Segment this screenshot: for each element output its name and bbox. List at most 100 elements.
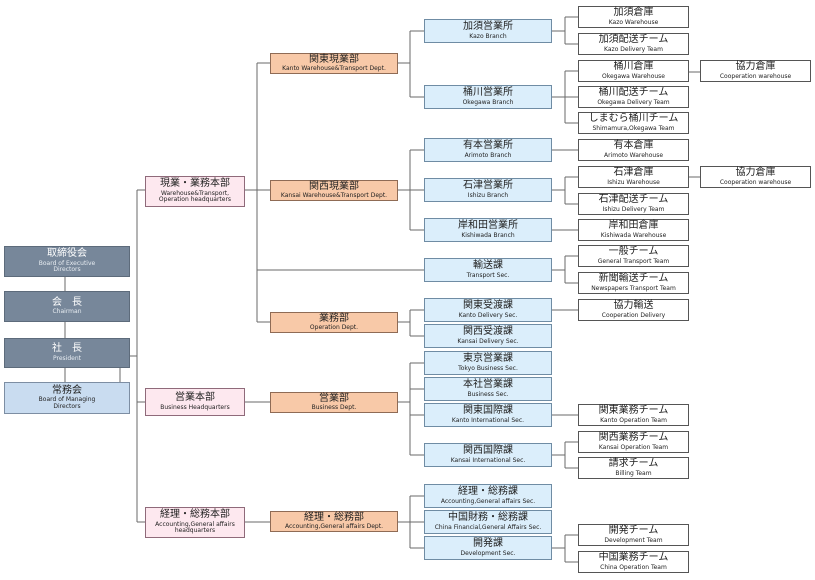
china-financial-jp-label: 中国財務・総務課: [448, 512, 528, 524]
tokyo-business-jp-label: 東京営業課: [463, 353, 513, 365]
shimamura-en-label: Shimamura,Okegawa Team: [592, 124, 675, 132]
ishizu-warehouse-jp-label: 石津倉庫: [613, 167, 654, 179]
arimoto-warehouse-en-label: Arimoto Warehouse: [603, 151, 664, 159]
kanto-intl-jp-label: 関東国際課: [463, 405, 513, 417]
kanto-intl-sec-box: 関東国際課 Kanto International Sec.: [424, 403, 552, 427]
billing-jp-label: 請求チーム: [608, 458, 659, 470]
board-of-managing-directors-box: 常務会 Board of Managing Directors: [4, 382, 130, 414]
arimoto-branch-box: 有本営業所 Arimoto Branch: [424, 138, 552, 162]
kansai-op-jp-label: 関西業務チーム: [598, 432, 669, 444]
head-business-sec-box: 本社営業課 Business Sec.: [424, 377, 552, 401]
kanto-dept-box: 関東現業部 Kanto Warehouse&Transport Dept.: [270, 53, 398, 74]
ishizu-branch-jp-label: 石津営業所: [463, 180, 513, 192]
accounting-dept-jp-label: 経理・総務部: [304, 511, 364, 523]
ishizu-coop-en-label: Cooperation warehouse: [719, 178, 792, 186]
okegawa-delivery-jp-label: 桶川配送チーム: [598, 87, 669, 99]
arimoto-warehouse-box: 有本倉庫 Arimoto Warehouse: [578, 139, 689, 161]
kansai-dept-box: 関西現業部 Kansai Warehouse&Transport Dept.: [270, 180, 398, 201]
transport-sec-jp-label: 輸送課: [473, 260, 503, 272]
president-box: 社 長 President: [4, 338, 130, 368]
managing-jp-label: 常務会: [52, 384, 82, 396]
ishizu-coop-jp-label: 協力倉庫: [735, 167, 776, 179]
kazo-branch-jp-label: 加須営業所: [463, 21, 513, 33]
okegawa-warehouse-jp-label: 桶川倉庫: [613, 61, 654, 73]
okegawa-delivery-team-box: 桶川配送チーム Okegawa Delivery Team: [578, 86, 689, 108]
accounting-dept-box: 経理・総務部 Accounting,General affairs Dept.: [270, 511, 398, 532]
okegawa-branch-en-label: Okegawa Branch: [462, 98, 514, 106]
kazo-warehouse-en-label: Kazo Warehouse: [608, 18, 659, 26]
kanto-dept-en-label: Kanto Warehouse&Transport Dept.: [282, 65, 386, 73]
ishizu-coop-warehouse-box: 協力倉庫 Cooperation warehouse: [700, 166, 811, 188]
kansai-dept-jp-label: 関西現業部: [309, 180, 359, 192]
coop-delivery-jp-label: 協力輸送: [613, 300, 654, 312]
operation-hq-jp-label: 現業・業務本部: [160, 178, 230, 190]
development-sec-jp-label: 開発課: [473, 538, 503, 550]
business-dept-box: 営業部 Business Dept.: [270, 392, 398, 413]
president-en-label: President: [53, 354, 81, 362]
okegawa-coop-warehouse-box: 協力倉庫 Cooperation warehouse: [700, 60, 811, 82]
kanto-op-jp-label: 関東業務チーム: [598, 405, 669, 417]
kazo-warehouse-jp-label: 加須倉庫: [613, 7, 654, 19]
development-team-box: 開発チーム Development Team: [578, 524, 689, 546]
kanto-dept-jp-label: 関東現業部: [309, 53, 359, 65]
ishizu-delivery-jp-label: 石津配送チーム: [598, 194, 669, 206]
accounting-sec-box: 経理・総務課 Accounting,General affairs Sec.: [424, 484, 552, 508]
kansai-intl-sec-box: 関西国際課 Kansai International Sec.: [424, 443, 552, 467]
okegawa-warehouse-box: 桶川倉庫 Okegawa Warehouse: [578, 60, 689, 82]
china-operation-team-box: 中国業務チーム China Operation Team: [578, 551, 689, 573]
kazo-delivery-team-box: 加須配送チーム Kazo Delivery Team: [578, 33, 689, 55]
tokyo-business-sec-box: 東京営業課 Tokyo Business Sec.: [424, 351, 552, 375]
accounting-sec-en-label: Accounting,General affairs Sec.: [440, 497, 536, 505]
newspapers-en-label: Newspapers Transport Team: [591, 284, 676, 292]
accounting-hq-jp-label: 経理・総務本部: [160, 509, 230, 521]
development-team-jp-label: 開発チーム: [608, 525, 659, 537]
kansai-dept-en-label: Kansai Warehouse&Transport Dept.: [280, 192, 388, 200]
chairman-box: 会 長 Chairman: [4, 291, 130, 322]
ishizu-warehouse-box: 石津倉庫 Ishizu Warehouse: [578, 166, 689, 188]
kansai-operation-team-box: 関西業務チーム Kansai Operation Team: [578, 431, 689, 453]
ishizu-branch-en-label: Ishizu Branch: [467, 191, 509, 199]
okegawa-branch-box: 桶川営業所 Okegawa Branch: [424, 85, 552, 109]
general-transport-team-box: 一般チーム General Transport Team: [578, 245, 689, 267]
development-team-en-label: Development Team: [604, 536, 663, 544]
operation-dept-box: 業務部 Operation Dept.: [270, 312, 398, 333]
kanto-operation-team-box: 関東業務チーム Kanto Operation Team: [578, 404, 689, 426]
ishizu-warehouse-en-label: Ishizu Warehouse: [607, 178, 660, 186]
kansai-intl-en-label: Kansai International Sec.: [450, 456, 526, 464]
china-op-jp-label: 中国業務チーム: [598, 552, 669, 564]
kansai-delivery-jp-label: 関西受渡課: [463, 326, 513, 338]
business-dept-en-label: Business Dept.: [311, 404, 357, 412]
kanto-delivery-jp-label: 関東受渡課: [463, 300, 513, 312]
kanto-intl-en-label: Kanto International Sec.: [451, 416, 525, 424]
shimamura-jp-label: しまむら桶川チーム: [588, 113, 679, 125]
business-hq-jp-label: 営業本部: [175, 392, 215, 404]
okegawa-delivery-en-label: Okegawa Delivery Team: [597, 98, 670, 106]
head-business-en-label: Business Sec.: [467, 390, 509, 398]
kazo-warehouse-box: 加須倉庫 Kazo Warehouse: [578, 6, 689, 28]
operation-hq-en-label: Warehouse&Transport, Operation headquart…: [158, 189, 232, 204]
arimoto-warehouse-jp-label: 有本倉庫: [613, 140, 654, 152]
operation-headquarters-box: 現業・業務本部 Warehouse&Transport, Operation h…: [145, 176, 245, 207]
kishiwada-warehouse-en-label: Kishiwada Warehouse: [600, 231, 667, 239]
china-op-en-label: China Operation Team: [600, 563, 667, 571]
accounting-dept-en-label: Accounting,General affairs Dept.: [285, 523, 383, 531]
managing-en-label: Board of Managing Directors: [38, 396, 96, 410]
okegawa-branch-jp-label: 桶川営業所: [463, 87, 513, 99]
general-transport-jp-label: 一般チーム: [608, 246, 659, 258]
kansai-intl-jp-label: 関西国際課: [463, 445, 513, 457]
kanto-delivery-sec-box: 関東受渡課 Kanto Delivery Sec.: [424, 298, 552, 322]
kazo-branch-en-label: Kazo Branch: [469, 32, 507, 40]
okegawa-coop-en-label: Cooperation warehouse: [719, 72, 792, 80]
business-headquarters-box: 営業本部 Business Headquarters: [145, 388, 245, 416]
kanto-delivery-en-label: Kanto Delivery Sec.: [458, 311, 518, 319]
transport-sec-en-label: Transport Sec.: [466, 271, 510, 279]
kazo-branch-box: 加須営業所 Kazo Branch: [424, 19, 552, 43]
business-dept-jp-label: 営業部: [319, 392, 349, 404]
okegawa-warehouse-en-label: Okegawa Warehouse: [602, 72, 665, 80]
arimoto-branch-jp-label: 有本営業所: [463, 140, 513, 152]
kansai-delivery-en-label: Kansai Delivery Sec.: [457, 337, 519, 345]
board-en-label: Board of Executive Directors: [38, 259, 96, 274]
china-financial-en-label: China Financial,General Affairs Sec.: [434, 523, 542, 531]
kazo-delivery-en-label: Kazo Delivery Team: [604, 45, 663, 53]
